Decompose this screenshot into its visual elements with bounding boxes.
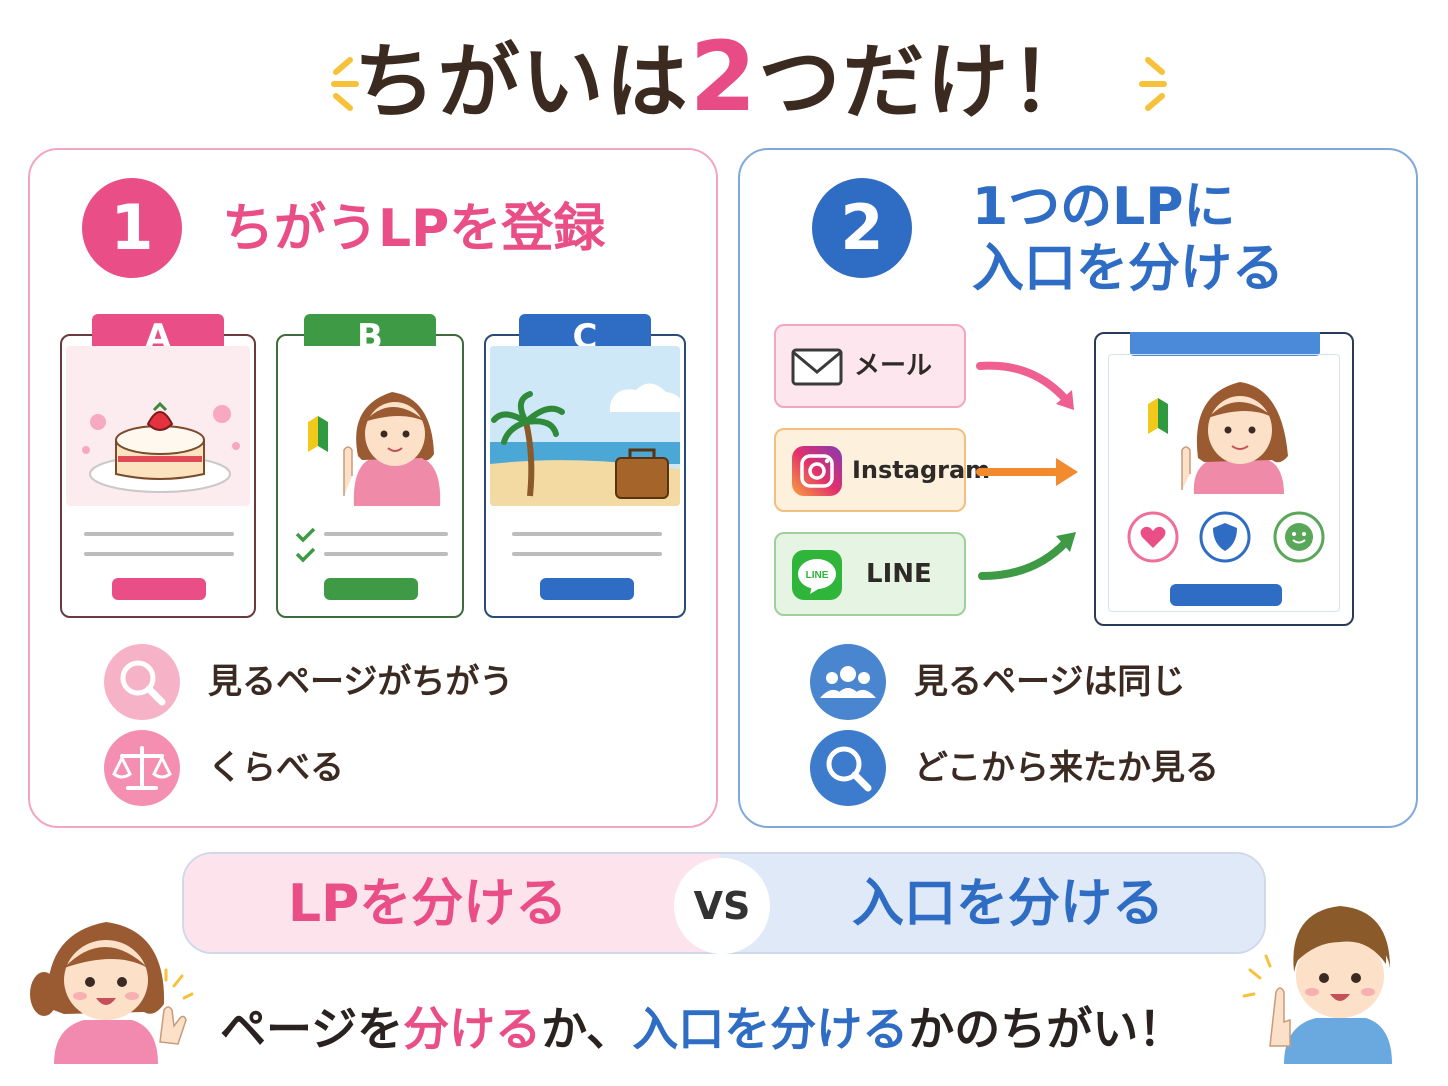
step-1-badge: 1 xyxy=(82,178,182,278)
entry-line-label: LINE xyxy=(866,559,932,589)
beach-image xyxy=(490,346,680,506)
smile-icon xyxy=(1273,511,1325,563)
check-icon xyxy=(295,527,316,563)
svg-text:LINE: LINE xyxy=(806,570,829,581)
card-a-cta xyxy=(112,578,206,600)
bullet-scale-icon xyxy=(104,730,180,806)
summary-text: ページを分けるか、入口を分けるかのちがい！ xyxy=(220,1002,1185,1056)
entry-instagram: Instagram xyxy=(774,428,990,512)
users-icon xyxy=(820,666,876,698)
cake-image xyxy=(66,346,250,506)
arrow-instagram-icon xyxy=(976,458,1078,486)
card-c-cta xyxy=(540,578,634,600)
vs-badge: VS xyxy=(674,858,770,954)
girl-character xyxy=(30,922,194,1064)
girl-image xyxy=(1148,382,1288,494)
heart-icon xyxy=(1127,511,1179,563)
single-lp-card xyxy=(1094,332,1354,626)
right-bullet-2-text: どこから来たか見る xyxy=(914,748,1219,788)
entry-mail: メール xyxy=(774,324,966,408)
bullet-search-icon-2 xyxy=(810,730,886,806)
card-b-cta xyxy=(324,578,418,600)
lp-card-b: B xyxy=(276,314,464,618)
mail-icon xyxy=(791,348,843,386)
sparkle-right-icon xyxy=(1139,57,1167,111)
bullet-users-icon xyxy=(810,644,886,720)
entry-line: LINE LINE xyxy=(774,532,966,616)
right-heading: 1つのLPに 入口を分ける xyxy=(972,177,1285,299)
arrow-line-icon xyxy=(978,532,1076,580)
bullet-search-icon xyxy=(104,644,180,720)
sparkle-left-icon xyxy=(331,57,359,111)
single-lp-header xyxy=(1130,332,1320,356)
vs-bar: LPを分ける 入口を分ける xyxy=(182,852,1266,954)
lp-card-c: C xyxy=(484,314,686,618)
left-heading: ちがうLPを登録 xyxy=(222,199,606,259)
right-panel xyxy=(738,148,1418,828)
left-bullet-1-text: 見るページがちがう xyxy=(208,662,514,702)
single-lp-cta xyxy=(1170,584,1282,606)
girl-image xyxy=(282,346,458,506)
vs-right-text: 入口を分ける xyxy=(852,874,1165,934)
title-number: 2 xyxy=(689,21,759,133)
vs-left-text: LPを分ける xyxy=(288,874,568,934)
entry-mail-label: メール xyxy=(854,351,933,381)
lp-card-a: A xyxy=(60,314,256,618)
search-icon xyxy=(120,660,166,706)
line-icon: LINE xyxy=(792,550,842,600)
search-icon xyxy=(826,746,872,792)
arrow-mail-icon xyxy=(976,361,1074,410)
instagram-icon xyxy=(792,446,842,496)
left-panel xyxy=(28,148,718,828)
right-bullet-1-text: 見るページは同じ xyxy=(914,662,1186,702)
step-2-badge: 2 xyxy=(812,178,912,278)
shield-icon xyxy=(1199,511,1251,563)
page-title: ちがいは2つだけ！ xyxy=(353,21,1095,133)
entry-instagram-label: Instagram xyxy=(852,456,991,484)
scale-icon xyxy=(112,746,172,790)
boy-character xyxy=(1242,906,1392,1064)
left-bullet-2-text: くらべる xyxy=(208,748,344,788)
